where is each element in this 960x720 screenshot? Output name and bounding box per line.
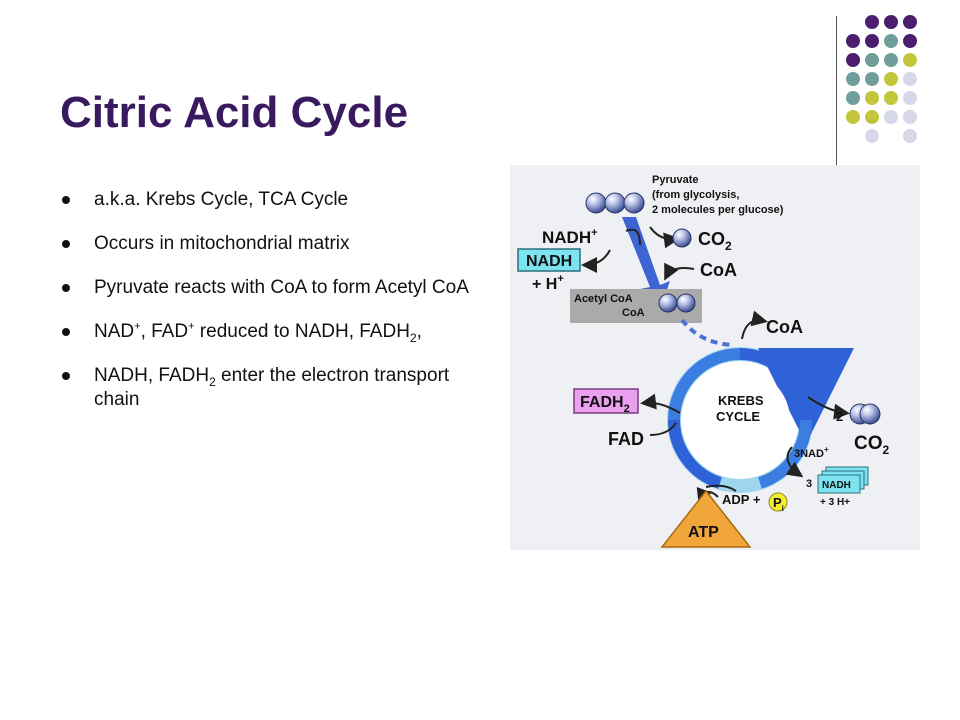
slide-title: Citric Acid Cycle xyxy=(60,88,409,137)
bullet-dot-icon xyxy=(62,372,70,380)
decorative-dot xyxy=(865,110,879,124)
decorative-dot xyxy=(865,72,879,86)
decorative-dot xyxy=(903,72,917,86)
krebs-cycle-diagram: Pyruvate (from glycolysis, 2 molecules p… xyxy=(510,165,920,550)
conversion-arrow xyxy=(622,217,670,310)
fad-label: FAD xyxy=(608,429,644,449)
coa-sub-label: CoA xyxy=(622,307,645,319)
fadh2-box-label: FADH2 xyxy=(580,394,630,415)
decorative-dot xyxy=(846,72,860,86)
phosphate-icon xyxy=(768,492,788,512)
decorative-dot-grid xyxy=(846,15,917,143)
bullet-text: Occurs in mitochondrial matrix xyxy=(94,233,350,254)
fad-arrow xyxy=(649,422,677,436)
bullet-dot-icon xyxy=(62,328,70,336)
divider-line xyxy=(836,16,837,166)
bullet-text: enter the electron transport chain xyxy=(94,365,450,410)
bullet-item: NAD+, FAD+ reduced to NADH, FADH2, xyxy=(60,320,480,344)
atp-triangle-icon xyxy=(660,489,752,548)
bullet-dot-icon xyxy=(62,240,70,248)
nad3-label: 3NAD+ xyxy=(794,445,829,460)
nad3-arrow xyxy=(785,446,804,478)
decorative-dot xyxy=(884,110,898,124)
nadh-box-label: NADH xyxy=(526,253,572,270)
decorative-dot xyxy=(903,15,917,29)
bullet-dot-icon xyxy=(62,284,70,292)
co2-molecule-icon xyxy=(672,228,692,248)
pyruvate-label-1: Pyruvate xyxy=(652,174,698,186)
pyruvate-label-2: (from glycolysis, xyxy=(652,189,739,201)
h-plus-label: + H+ xyxy=(532,273,564,293)
bullet-item: NADH, FADH2 enter the electron transport… xyxy=(60,364,480,412)
decorative-dot xyxy=(865,129,879,143)
co2-right-arrow xyxy=(807,396,850,420)
coa-in-arrow xyxy=(664,262,695,281)
bullet-text: NAD xyxy=(94,321,135,342)
decorative-dot xyxy=(884,15,898,29)
cycle-label-1: KREBS xyxy=(718,393,764,408)
bullet-text: 2 xyxy=(409,330,417,345)
fadh2-box xyxy=(573,388,639,414)
co2-right-molecule-icon xyxy=(849,403,881,425)
decorative-dot xyxy=(903,34,917,48)
decorative-dot xyxy=(846,110,860,124)
atp-label: ATP xyxy=(688,524,719,541)
bullet-text: + xyxy=(188,320,195,333)
decorative-dot xyxy=(903,129,917,143)
bullet-item: Occurs in mitochondrial matrix xyxy=(60,232,480,256)
decorative-dot xyxy=(903,91,917,105)
decorative-dot xyxy=(884,72,898,86)
bullet-text: , xyxy=(416,321,422,342)
bullet-text: Pyruvate reacts with CoA to form Acetyl … xyxy=(94,277,469,298)
pyruvate-label-3: 2 molecules per glucose) xyxy=(652,204,784,216)
pi-label: Pi xyxy=(773,495,784,513)
bullet-text: NADH, FADH xyxy=(94,365,210,386)
acetyl-coa-label: Acetyl CoA xyxy=(574,293,633,305)
fadh2-arrow xyxy=(640,393,681,414)
adp-label: ADP + xyxy=(722,492,761,507)
nadh-reduction-arrow xyxy=(581,249,611,273)
bullet-text: a.k.a. Krebs Cycle, TCA Cycle xyxy=(94,189,349,210)
acetyl-molecule-icon xyxy=(658,293,696,313)
bullet-text: 2 xyxy=(209,374,216,389)
decorative-dot xyxy=(884,91,898,105)
nadh3-h-label: + 3 H+ xyxy=(820,497,850,508)
co2-top-label: CO2 xyxy=(698,229,732,253)
bullet-text: reduced to NADH, FADH xyxy=(194,321,410,342)
decorative-dot xyxy=(903,110,917,124)
co2-count-label: 2 xyxy=(836,409,843,424)
decorative-dot xyxy=(903,53,917,67)
nadh3-count-label: 3 xyxy=(806,478,812,490)
decorative-dot xyxy=(846,34,860,48)
nadh3-box-label: NADH xyxy=(822,480,851,491)
cycle-label-2: CYCLE xyxy=(716,409,760,424)
coa-out-label: CoA xyxy=(766,317,803,337)
bullet-text: + xyxy=(134,320,141,333)
decorative-dot xyxy=(865,53,879,67)
nadh-box xyxy=(517,248,581,272)
decorative-dot xyxy=(846,91,860,105)
bullet-item: a.k.a. Krebs Cycle, TCA Cycle xyxy=(60,188,480,212)
bullet-dot-icon xyxy=(62,196,70,204)
nadh-plus-label: NADH+ xyxy=(542,227,598,247)
adp-arrow xyxy=(705,484,737,492)
decorative-dot xyxy=(865,91,879,105)
decorative-dot xyxy=(865,15,879,29)
nadh-arrow xyxy=(625,228,641,246)
krebs-cycle-ring xyxy=(667,347,854,493)
decorative-dot xyxy=(884,53,898,67)
nadh-stack-boxes xyxy=(817,466,869,494)
acetyl-entry-dashed-line xyxy=(680,318,733,347)
coa-in-label: CoA xyxy=(700,260,737,280)
decorative-dot xyxy=(884,34,898,48)
decorative-dot xyxy=(846,53,860,67)
bullet-item: Pyruvate reacts with CoA to form Acetyl … xyxy=(60,276,480,300)
co2-right-label: CO2 xyxy=(854,433,890,457)
bullet-text: , FAD xyxy=(140,321,189,342)
pyruvate-molecule-icon xyxy=(585,192,645,214)
decorative-dot xyxy=(865,34,879,48)
coa-out-arrow xyxy=(741,310,768,340)
